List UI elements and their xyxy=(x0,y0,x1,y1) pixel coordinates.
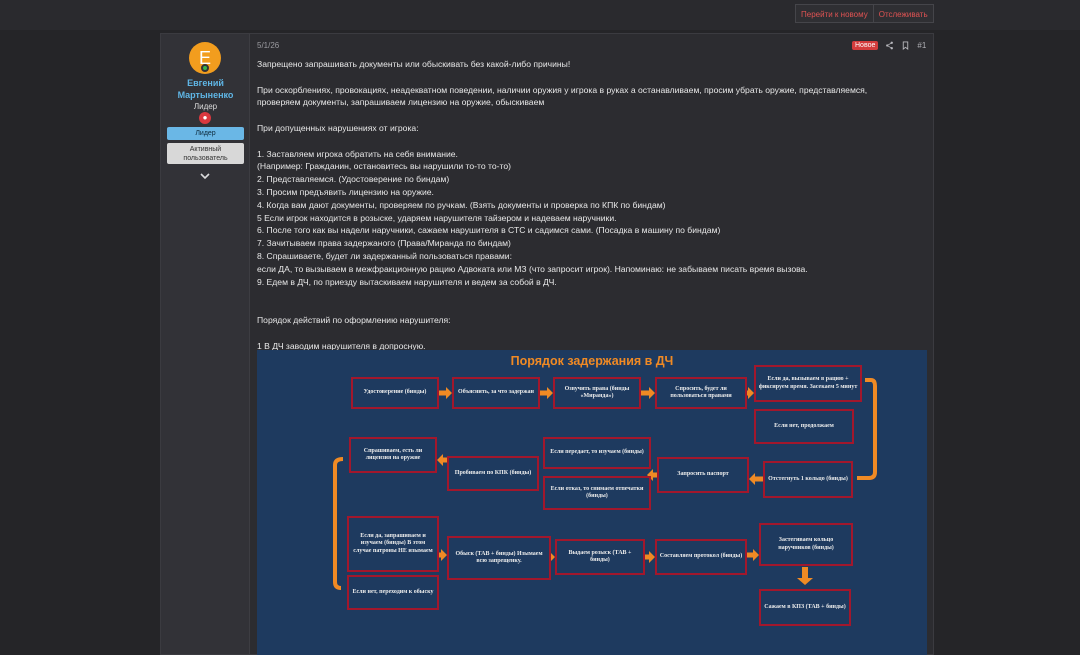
post-line: 5 Если игрок находится в розыске, ударяе… xyxy=(257,212,617,223)
post-line xyxy=(257,288,931,301)
post-line: При допущенных нарушениях от игрока: xyxy=(257,122,419,133)
diagram-box: Озвучить права (бинды «Миранда») xyxy=(553,377,641,409)
top-bar: Перейти к новому Отслеживать xyxy=(0,0,1080,30)
diagram-box: Спросить, будет ли пользоваться правами xyxy=(655,377,747,409)
user-title: Лидер xyxy=(193,102,218,111)
chevron-down-icon[interactable] xyxy=(199,170,211,182)
arrow-down xyxy=(797,567,813,585)
user-panel: Е Евгений Мартыненко Лидер ● Лидер Актив… xyxy=(161,34,250,654)
banner-active-user: Активный пользователь xyxy=(167,143,244,164)
username[interactable]: Евгений Мартыненко xyxy=(177,78,234,100)
post-number[interactable]: #1 xyxy=(917,41,927,50)
diagram-arrows xyxy=(333,378,877,590)
post-line: Запрещено запрашивать документы или обыс… xyxy=(257,59,571,69)
arrow-right xyxy=(747,549,759,561)
post-line: При оскорблениях, провокациях, неадекват… xyxy=(257,84,868,95)
post-line: 7. Зачитываем права задержаного (Права/М… xyxy=(257,238,511,249)
diagram-box: Если передает, то изучаем (бинды) xyxy=(543,437,651,469)
arrow-right xyxy=(747,387,754,399)
post-line: 1. Заставляем игрока обратить на себя вн… xyxy=(257,148,458,159)
arrow-left xyxy=(437,454,447,466)
post-line: 2. Представляемся. (Удостоверение по бин… xyxy=(257,174,450,185)
diagram-box: Обыск (ТАВ + бинды) Изымаем всю запрещен… xyxy=(447,536,551,580)
watch-button[interactable]: Отслеживать xyxy=(873,4,934,23)
post-line: проверяем документы, запрашиваем лицензи… xyxy=(257,97,545,108)
post-line: 9. Едем в ДЧ, по приезду вытаскиваем нар… xyxy=(257,276,557,287)
arrow-right xyxy=(439,387,452,399)
detention-diagram: Порядок задержания в ДЧ Удостоверение (б… xyxy=(257,350,927,655)
diagram-box: Сажаем в КПЗ (ТАВ + бинды) xyxy=(759,589,851,626)
post-line: Порядок действий по оформлению нарушител… xyxy=(257,314,451,325)
online-indicator xyxy=(201,64,209,72)
post-line xyxy=(257,71,931,84)
bracket-left xyxy=(333,457,344,590)
arrow-right xyxy=(645,551,655,563)
post: Е Евгений Мартыненко Лидер ● Лидер Актив… xyxy=(160,33,934,655)
share-icon[interactable] xyxy=(885,41,894,50)
bookmark-icon[interactable] xyxy=(901,41,910,50)
banner-leader: Лидер xyxy=(167,127,244,140)
diagram-box: Если нет, переходим к обыску xyxy=(347,575,439,610)
arrow-right xyxy=(439,549,447,561)
post-line xyxy=(257,135,931,148)
post-line: 1 В ДЧ заводим нарушителя в допросную. xyxy=(257,340,426,351)
bracket-right xyxy=(857,378,877,480)
post-line xyxy=(257,109,931,122)
diagram-box: Запросить паспорт xyxy=(657,457,749,493)
post-meta: Новое #1 xyxy=(852,41,926,50)
post-line xyxy=(257,301,931,314)
post-line: 6. После того как вы надели наручники, с… xyxy=(257,225,721,236)
diagram-box: Выдаем розыск (ТАВ + бинды) xyxy=(555,539,645,575)
arrow-right xyxy=(641,387,655,399)
post-line: 3. Просим предъявить лицензию на оружие. xyxy=(257,186,434,197)
diagram-box: Объяснить, за что задержан xyxy=(452,377,540,409)
post-line xyxy=(257,327,931,340)
diagram-box: Удостоверение (бинды) xyxy=(351,377,439,409)
diagram-box: Пробиваем по КПК (бинды) xyxy=(447,456,539,491)
post-line: 4. Когда вам дают документы, проверяем п… xyxy=(257,199,666,210)
arrow-left xyxy=(647,469,657,481)
arrow-left xyxy=(749,473,763,485)
post-line: 8. Спрашиваете, будет ли задержанный пол… xyxy=(257,250,512,261)
new-badge: Новое xyxy=(852,41,879,50)
goto-new-button[interactable]: Перейти к новому xyxy=(795,4,874,23)
thread-actions: Перейти к новому Отслеживать xyxy=(795,4,934,23)
post-body: Запрещено запрашивать документы или обыс… xyxy=(257,58,931,352)
diagram-box: Если нет, продолжаем xyxy=(754,409,854,444)
diagram-box: Отстегнуть 1 кольцо (бинды) xyxy=(763,461,853,498)
diagram-box: Если отказ, то снимаем отпечатки (бинды) xyxy=(543,476,651,510)
diagram-box: Составляем протокол (бинды) xyxy=(655,539,747,575)
diagram-title: Порядок задержания в ДЧ xyxy=(510,354,674,368)
diagram-box: Застегиваем кольцо наручников (бинды) xyxy=(759,523,853,566)
user-badge-icon: ● xyxy=(199,112,211,124)
post-line: если ДА, то вызываем в межфракционную ра… xyxy=(257,263,808,274)
diagram-box: Спрашиваем, есть ли лицензия на оружие xyxy=(349,437,437,473)
diagram-box: Если да, вызываем в рацию + фиксируем вр… xyxy=(754,365,862,402)
post-line: (Например: Гражданин, остановитесь вы на… xyxy=(257,161,512,172)
diagram-box: Если да, запрашиваем и изучаем (бинды) В… xyxy=(347,516,439,572)
arrow-right xyxy=(540,387,553,399)
post-date[interactable]: 5/1/26 xyxy=(257,41,280,50)
